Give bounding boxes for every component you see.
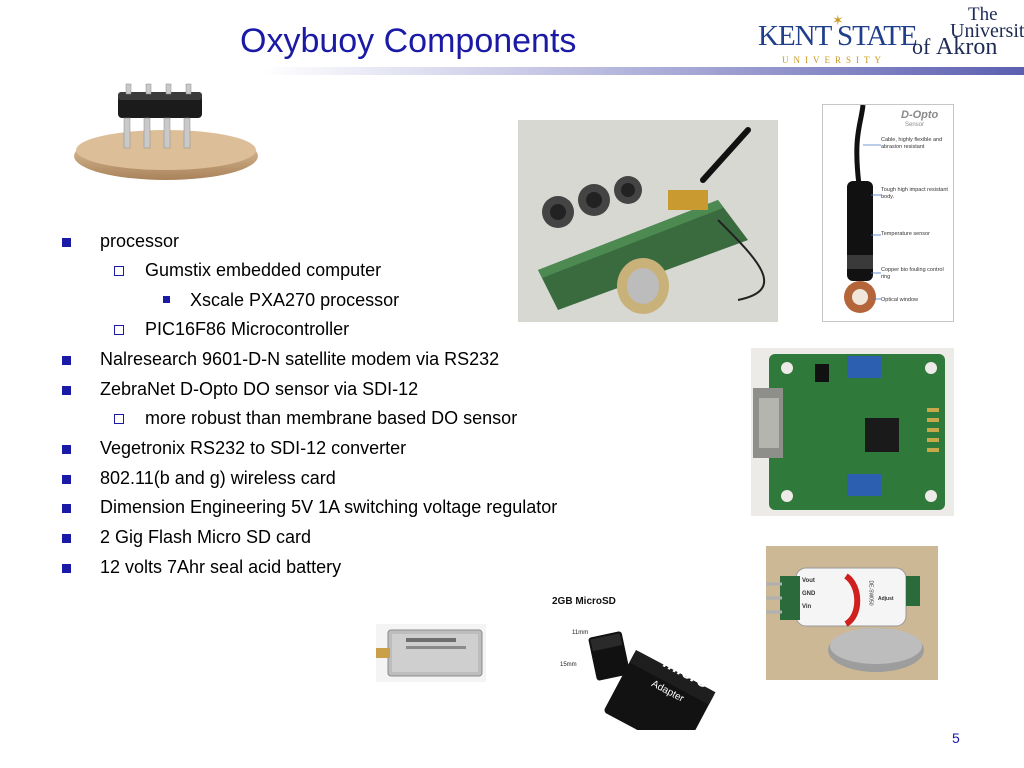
bullet-text: more robust than membrane based DO senso… — [145, 408, 518, 428]
microsd-caption: 2GB MicroSD — [552, 596, 616, 607]
dopto-label-ring: Copper bio fouling control ring — [881, 267, 944, 280]
akron-of: of — [912, 34, 931, 59]
bullet-square-icon — [62, 504, 71, 513]
gumstix-board-photo — [518, 120, 778, 322]
dopto-label-temp: Temperature sensor — [881, 231, 930, 237]
rs232-sdi12-converter-photo — [751, 348, 954, 516]
voltage-regulator-photo: Vout GND Vin DE-SW050 Adjust — [766, 546, 938, 680]
regulator-pin-gnd: GND — [802, 591, 816, 597]
dopto-label-cable: Cable, highly flexible and abrasion resi… — [881, 137, 943, 150]
bullet-text: 802.11(b and g) wireless card — [100, 468, 336, 488]
bullet-text: Gumstix embedded computer — [145, 260, 382, 280]
bullet-text: Vegetronix RS232 to SDI-12 converter — [100, 438, 407, 458]
bullet-text: Xscale PXA270 processor — [190, 290, 400, 310]
dopto-label-body: Tough high impact resistant body. — [881, 187, 948, 200]
bullet-square-icon — [62, 386, 71, 395]
regulator-adjust: Adjust — [878, 596, 894, 602]
slide-title: Oxybuoy Components — [240, 22, 577, 60]
dopto-label-window: Optical window — [881, 297, 918, 303]
regulator-pin-vout: Vout — [802, 578, 815, 584]
bullet-hollow-square-icon — [114, 325, 124, 335]
satellite-modem-photo — [376, 624, 486, 682]
regulator-brand: DE-SW050 — [867, 580, 874, 606]
star-icon: ✶ — [832, 12, 844, 28]
bullet-hollow-square-icon — [114, 266, 124, 276]
bullet-text: 2 Gig Flash Micro SD card — [100, 527, 312, 547]
bullet-hollow-square-icon — [114, 414, 124, 424]
bullet-text: PIC16F86 Microcontroller — [145, 319, 350, 339]
bullet-text: Nalresearch 9601-D-N satellite modem via… — [100, 349, 500, 369]
page-number: 5 — [952, 730, 960, 746]
bullet-text: 12 volts 7Ahr seal acid battery — [100, 557, 342, 577]
akron-the: The — [968, 4, 998, 25]
microsd-card-figure: 2GB MicroSD 11mm 15mm micro Adapter — [546, 594, 746, 730]
dopto-subtitle: Sensor — [905, 122, 925, 128]
bullet-text: ZebraNet D-Opto DO sensor via SDI-12 — [100, 379, 419, 399]
kent-state-logo: ✶ KENT STATE UNIVERSITY — [758, 12, 918, 65]
dopto-title: D-Opto — [901, 109, 939, 121]
microsd-dim-height: 15mm — [560, 662, 577, 668]
bullet-square-icon — [62, 475, 71, 484]
bullet-square-icon — [62, 238, 71, 247]
regulator-pin-vin: Vin — [802, 604, 812, 610]
akron-name: Akron — [936, 34, 998, 60]
kent-state-subtitle: UNIVERSITY — [782, 55, 886, 65]
bullet-square-icon — [163, 296, 170, 303]
university-of-akron-logo: The University of Akron — [912, 4, 1024, 64]
bullet-square-icon — [62, 564, 71, 573]
bullet-square-icon — [62, 356, 71, 365]
akron-university: University — [950, 20, 1024, 42]
kent-state-wordmark: KENT STATE — [758, 20, 918, 52]
d-opto-sensor-figure: D-Opto Sensor Cable, highly flexible and… — [822, 104, 954, 322]
microcontroller-on-coin-photo — [66, 78, 266, 198]
bullet-square-icon — [62, 534, 71, 543]
microsd-dim-width: 11mm — [572, 630, 589, 636]
title-divider — [264, 67, 1024, 75]
bullet-square-icon — [62, 445, 71, 454]
bullet-text: processor — [100, 231, 180, 251]
bullet-text: Dimension Engineering 5V 1A switching vo… — [100, 497, 558, 517]
